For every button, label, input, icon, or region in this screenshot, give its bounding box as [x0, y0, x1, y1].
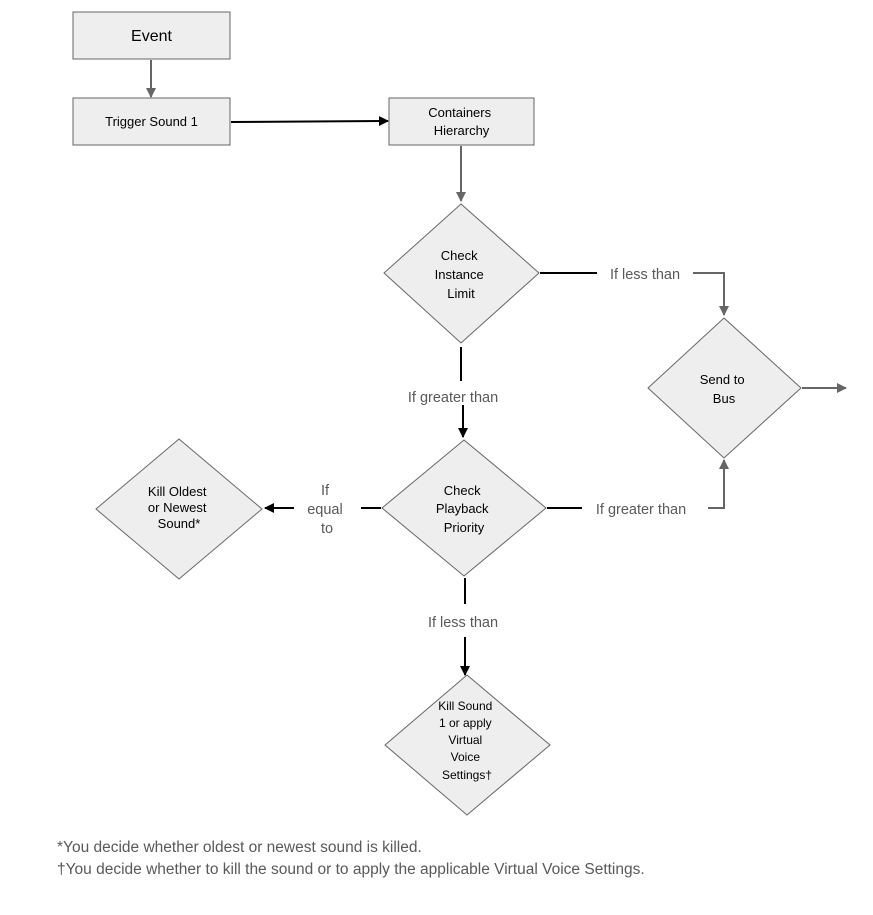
flowchart: Event Trigger Sound 1 Containers Hierarc… — [72, 11, 847, 816]
event-label: Event — [131, 28, 172, 45]
priority-if-less-label: If less than — [428, 615, 498, 631]
instance-if-greater-label: If greater than — [408, 390, 498, 406]
kill-oldest-newest-line: Sound* — [158, 516, 201, 531]
check-playback-priority-line: Check — [444, 483, 481, 498]
send-to-bus-line: Send to — [700, 372, 745, 387]
trigger-sound-node: Trigger Sound 1 — [72, 97, 231, 146]
arrow-instance-to-bus-2 — [693, 272, 729, 316]
send-to-bus-node: Send to Bus — [647, 317, 802, 459]
arrow-trigger-to-containers — [230, 116, 389, 127]
check-instance-limit-node: Check Instance Limit — [383, 203, 540, 344]
footnotes: *You decide whether oldest or newest sou… — [57, 837, 857, 881]
kill-oldest-newest-label: Kill Oldest or Newest Sound* — [148, 484, 210, 531]
check-playback-priority-line: Priority — [444, 520, 485, 535]
kill-oldest-newest-line: or Newest — [148, 500, 207, 515]
instance-if-less-label: If less than — [610, 267, 680, 283]
priority-if-equal-line: If — [321, 483, 330, 499]
priority-if-equal-line: to — [321, 521, 333, 537]
kill-sound-or-virtual-label: Kill Sound 1 or apply Virtual Voice Sett… — [438, 699, 495, 782]
kill-sound-or-virtual-line: Kill Sound — [438, 699, 492, 713]
kill-sound-or-virtual-line: Voice — [451, 750, 481, 764]
containers-hierarchy-label: Containers Hierarchy — [428, 105, 495, 138]
check-instance-limit-label: Check Instance Limit — [435, 248, 488, 301]
priority-if-equal-line: equal — [307, 502, 342, 518]
containers-hierarchy-node: Containers Hierarchy — [388, 97, 535, 146]
containers-hierarchy-line: Hierarchy — [434, 123, 490, 138]
footnote-virtual-voice: †You decide whether to kill the sound or… — [57, 861, 645, 878]
check-playback-priority-line: Playback — [436, 501, 489, 516]
kill-sound-or-virtual-line: Virtual — [448, 733, 482, 747]
kill-oldest-newest-node: Kill Oldest or Newest Sound* — [95, 438, 263, 580]
trigger-sound-label: Trigger Sound 1 — [105, 114, 198, 129]
kill-sound-or-virtual-line: Settings† — [442, 768, 492, 782]
check-instance-limit-line: Instance — [435, 267, 484, 282]
priority-if-greater-label: If greater than — [596, 502, 686, 518]
check-playback-priority-node: Check Playback Priority — [381, 439, 547, 577]
check-playback-priority-label: Check Playback Priority — [436, 483, 492, 535]
priority-if-equal-label: If equal to — [307, 483, 347, 537]
footnote-oldest-newest: *You decide whether oldest or newest sou… — [57, 839, 422, 856]
kill-sound-or-virtual-line: 1 or apply — [439, 716, 492, 730]
containers-hierarchy-line: Containers — [428, 105, 491, 120]
check-instance-limit-line: Limit — [447, 286, 475, 301]
kill-oldest-newest-line: Kill Oldest — [148, 484, 207, 499]
send-to-bus-line: Bus — [713, 391, 736, 406]
arrow-priority-to-bus-b — [708, 459, 729, 509]
event-node: Event — [72, 11, 231, 60]
send-to-bus-label: Send to Bus — [700, 372, 748, 406]
check-instance-limit-line: Check — [441, 248, 478, 263]
kill-sound-or-virtual-node: Kill Sound 1 or apply Virtual Voice Sett… — [384, 674, 551, 816]
